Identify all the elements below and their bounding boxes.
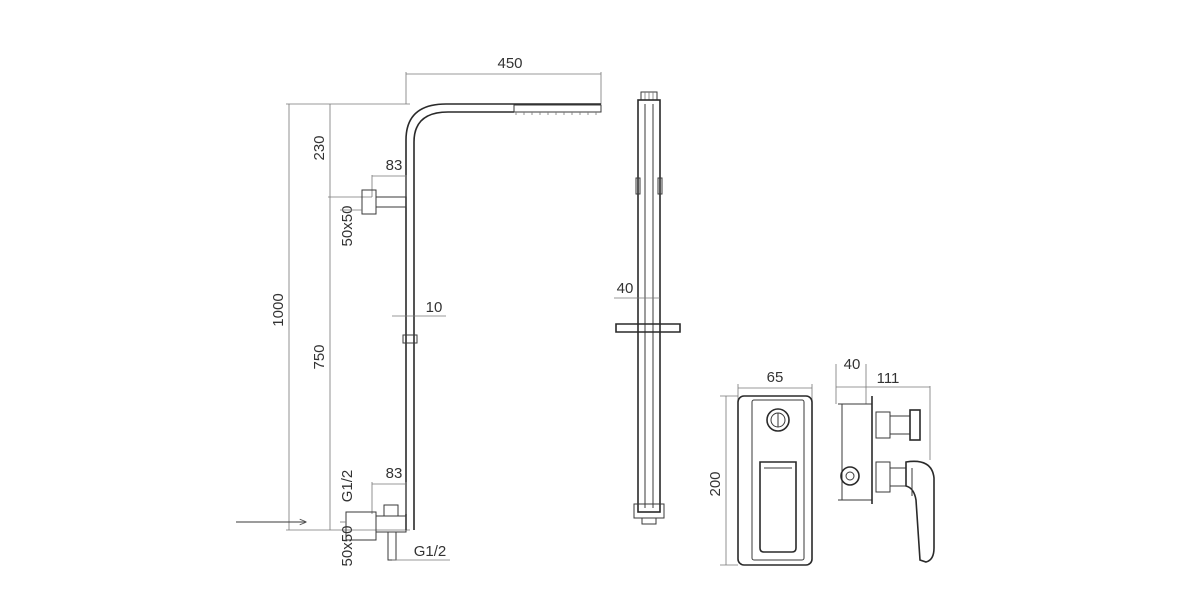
dim-label-head-width: 450 — [497, 55, 522, 72]
lower-valve-stem — [889, 467, 907, 487]
front-view: 1000 230 750 450 83 50x50 10 — [236, 55, 602, 567]
dim-label-body-depth: 111 — [877, 370, 900, 387]
side-bracket-top-left — [635, 177, 641, 195]
dim-label-bracket-offset-bottom: 83 — [386, 465, 403, 482]
dim-label-bracket-offset-top: 83 — [386, 157, 403, 174]
dim-label-pipe-dia: 10 — [426, 299, 443, 316]
side-bottom-outlet — [641, 517, 657, 525]
upper-valve-stem — [889, 415, 911, 435]
dim-label-bracket-size-bottom: 50x50 — [339, 526, 356, 567]
upper-valve-knob — [909, 409, 921, 441]
column-outer — [405, 103, 601, 530]
wall-bracket-top-arm — [375, 196, 407, 208]
side-rail — [637, 99, 661, 513]
mixer-lever-front — [759, 461, 797, 553]
dim-label-total-height: 1000 — [270, 293, 287, 326]
upper-valve-body — [875, 411, 891, 439]
dim-label-mid-height: 750 — [311, 344, 328, 369]
dim-label-plate-depth: 40 — [844, 356, 861, 373]
dim-label-bracket-size-top: 50x50 — [339, 206, 356, 247]
bottom-outlet — [387, 531, 397, 561]
dim-label-top-height: 230 — [311, 135, 328, 160]
side-bracket-top-right — [657, 177, 663, 195]
dim-label-mixer-width: 65 — [767, 369, 784, 386]
dim-label-thread-side: G1/2 — [339, 470, 356, 503]
pipe-coupling — [402, 334, 418, 344]
mixer-plate — [737, 395, 813, 566]
lower-valve-body — [875, 461, 891, 493]
cartridge-core — [845, 471, 855, 481]
dim-label-rail-depth: 40 — [617, 280, 634, 297]
side-view: 40 — [614, 91, 681, 525]
side-top-cap-detail — [644, 92, 654, 100]
column-inner — [413, 111, 514, 530]
mixer-lever-side — [905, 460, 935, 563]
side-shelf — [615, 323, 681, 333]
dim-label-thread-bottom: G1/2 — [414, 543, 447, 560]
dim-label-mixer-height: 200 — [707, 471, 724, 496]
mixer-plate-inner — [751, 399, 805, 561]
diverter-knob-front — [766, 408, 790, 432]
mixer-box — [838, 403, 873, 501]
mixer-front-view: 65 200 — [707, 369, 813, 566]
rain-head — [513, 104, 602, 113]
wall-bracket-top-plate — [361, 189, 377, 215]
rain-head-nozzles — [515, 112, 597, 115]
cartridge-circle — [840, 466, 860, 486]
mixer-side-view: 40 111 — [835, 356, 935, 563]
diverter-knob — [383, 504, 399, 517]
